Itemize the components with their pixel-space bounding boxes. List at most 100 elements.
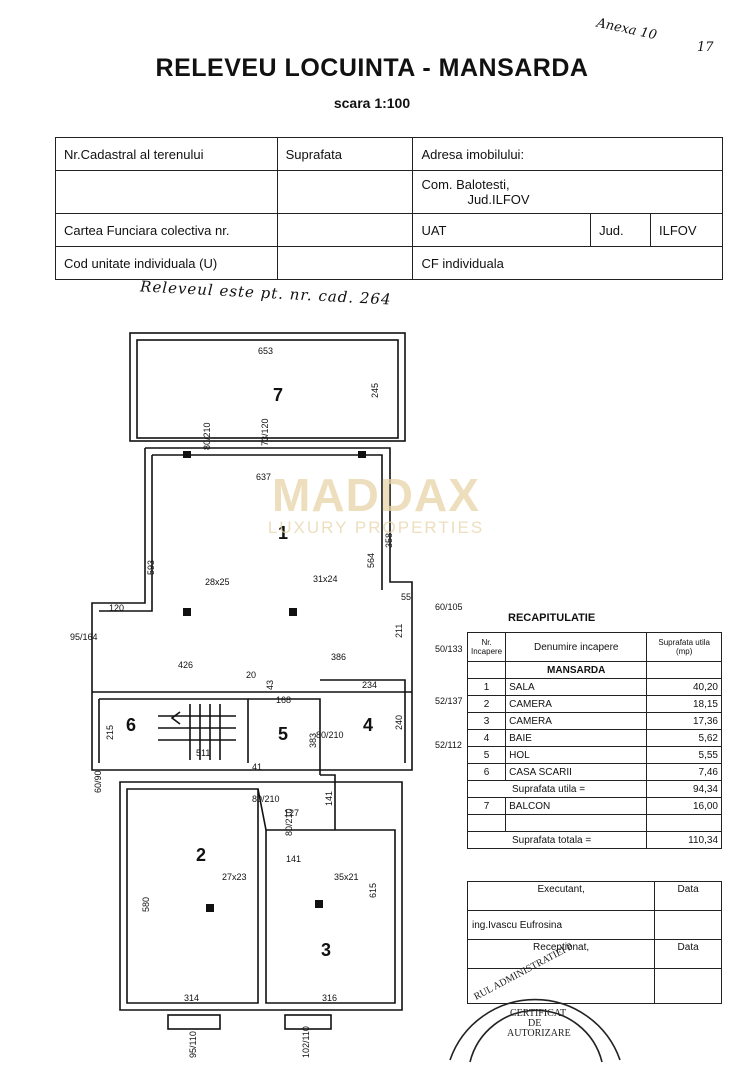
room-number: 7 (273, 385, 283, 405)
dimension-label: 383 (308, 733, 318, 748)
executant-label: Executant, (466, 881, 656, 911)
empty-cell (466, 968, 656, 1004)
row-name: SALA (505, 678, 648, 696)
recap-title: RECAPITULATIE (508, 612, 596, 624)
row-name: CAMERA (505, 695, 648, 713)
dimension-label: 215 (105, 725, 115, 740)
cadastral-number-label: Nr.Cadastral al terenului (55, 137, 278, 171)
empty-cell (646, 661, 722, 679)
util-area-value: 94,34 (646, 780, 722, 798)
dimension-labels: 653 245 637 593 564 358 120 426 386 211 … (105, 346, 404, 1003)
row-area: 7,46 (646, 763, 722, 781)
row-name: BALCON (505, 797, 648, 815)
date-label: Data (654, 939, 722, 969)
row-nr: 1 (466, 678, 507, 696)
room-number: 2 (196, 845, 206, 865)
dimension-label: 511 (196, 748, 210, 758)
dimension-label: 141 (324, 791, 334, 806)
opening-tag: 73/120 (260, 418, 270, 446)
row-name: HOL (505, 746, 648, 764)
row-nr: 4 (466, 729, 507, 747)
address-line-1: Com. Balotesti, (421, 177, 510, 192)
empty-cell (654, 968, 722, 1004)
empty-cell (466, 814, 507, 832)
total-area-label: Suprafata totala = (466, 831, 648, 849)
row-name: CAMERA (505, 712, 648, 730)
row-area: 16,00 (646, 797, 722, 815)
dimension-label: 41 (252, 762, 262, 772)
dimension-label: 564 (366, 553, 376, 568)
util-area-label: Suprafata utila = (466, 780, 648, 798)
empty-cell (505, 814, 648, 832)
plan-walls (91, 332, 413, 1030)
dimension-label: 316 (322, 993, 337, 1003)
empty-cell (276, 170, 414, 214)
opening-tag: 52/137 (435, 696, 463, 706)
opening-tag: 80/210 (202, 422, 212, 450)
scale-label: scara 1:100 (333, 95, 411, 111)
row-nr: 7 (466, 797, 507, 815)
row-area: 5,55 (646, 746, 722, 764)
date-label: Data (654, 881, 722, 911)
room-labels: 7 1 6 5 4 2 3 (126, 385, 373, 960)
row-area: 40,20 (646, 678, 722, 696)
county-label: Jud. (590, 213, 652, 247)
dimension-label: 240 (394, 715, 404, 730)
row-nr: 5 (466, 746, 507, 764)
row-name: CASA SCARII (505, 763, 648, 781)
uat-label: UAT (412, 213, 592, 247)
opening-tag: 27x23 (222, 872, 247, 882)
empty-cell (466, 661, 507, 679)
stamp-inner-ring (469, 1009, 603, 1063)
dimension-label: 593 (146, 560, 156, 575)
unit-code-label: Cod unitate individuala (U) (55, 246, 278, 280)
dimension-label: 168 (276, 695, 291, 705)
watermark-logo: MADDAX (272, 469, 480, 521)
opening-tag: 95/110 (188, 1031, 198, 1058)
opening-tag: 52/112 (435, 740, 462, 750)
dimension-label: 386 (331, 652, 346, 662)
cadastral-info-table: Nr.Cadastral al terenului Suprafata Adre… (55, 137, 723, 280)
dimension-label: 314 (184, 993, 199, 1003)
dimension-label: 211 (394, 624, 404, 638)
dimension-label: 127 (284, 808, 299, 818)
room-number: 5 (278, 724, 288, 744)
dimension-label: 358 (384, 533, 394, 548)
stamp-line: DE (528, 1018, 541, 1029)
row-name: BAIE (505, 729, 648, 747)
opening-tag: 80/210 (316, 730, 344, 740)
stamp-line: CERTIFICAT (510, 1008, 566, 1019)
address-line-2: Jud.ILFOV (467, 192, 530, 207)
opening-tag: 55 (401, 592, 411, 602)
row-area: 17,36 (646, 712, 722, 730)
opening-tags: 80/210 73/120 28x25 31x24 55 60/105 95/1… (70, 418, 463, 1058)
room-number: 3 (321, 940, 331, 960)
row-nr: 2 (466, 695, 507, 713)
individual-cf-label: CF individuala (412, 246, 723, 280)
empty-cell (654, 910, 722, 940)
recap-header-area: Suprafata utila (mp) (646, 632, 722, 662)
row-nr: 3 (466, 712, 507, 730)
opening-tag: 60/90 (93, 770, 103, 793)
opening-tag: 80/210 (284, 808, 294, 836)
opening-tag: 102/110 (301, 1026, 311, 1058)
table-row: 7 BALCON 16,00 (466, 797, 722, 815)
row-area: 5,62 (646, 729, 722, 747)
dimension-label: 120 (109, 603, 124, 613)
recap-header-nr: Nr. Incapere (466, 632, 507, 662)
empty-cell (55, 170, 278, 214)
room-number: 4 (363, 715, 373, 735)
empty-cell (646, 814, 722, 832)
plan-columns (183, 451, 366, 912)
executant-name: ing.Ivascu Eufrosina (466, 910, 656, 940)
dimension-label: 426 (178, 660, 193, 670)
surface-label: Suprafata (276, 137, 414, 171)
signature-table: Executant, Data ing.Ivascu Eufrosina Rec… (466, 881, 722, 1004)
recap-table: Nr. Incapere Denumire incapere Suprafata… (466, 632, 722, 849)
dimension-label: 234 (362, 680, 377, 690)
opening-tag: 80/210 (252, 794, 280, 804)
